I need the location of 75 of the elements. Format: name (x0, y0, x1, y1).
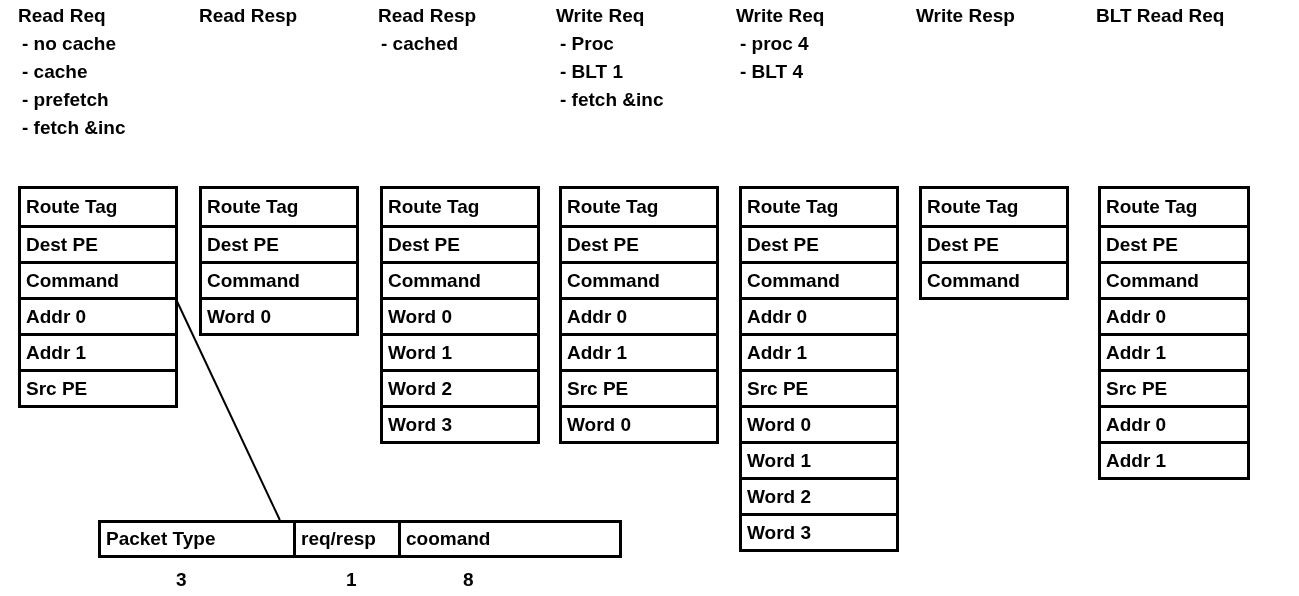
field-name: Addr 0 (1106, 413, 1167, 436)
field-name: Command (388, 269, 481, 292)
field-name: Word 1 (747, 449, 812, 472)
field-name: Addr 1 (567, 341, 628, 364)
field-name: Word 1 (388, 341, 453, 364)
packet-format-stack (739, 186, 899, 552)
field-name: Src PE (26, 377, 88, 400)
field-name: Route Tag (567, 196, 659, 218)
packet-format-stack (559, 186, 719, 444)
field-name: Word 0 (567, 413, 632, 436)
field-name: req/resp (301, 528, 376, 550)
variant-list-item: - BLT 4 (740, 61, 803, 83)
field-name: Src PE (1106, 377, 1168, 400)
field-name: Route Tag (927, 196, 1019, 218)
variant-list-item: - fetch &inc (560, 89, 664, 111)
field-name: Route Tag (26, 196, 118, 218)
packet-type-heading: Write Req (736, 5, 825, 27)
field-name: Route Tag (747, 196, 839, 218)
variant-list-item: - fetch &inc (22, 117, 126, 139)
packet-type-heading: Read Req (18, 5, 106, 27)
packet-type-heading: BLT Read Req (1096, 5, 1225, 27)
field-name: Dest PE (747, 233, 819, 256)
packet-type-heading: Read Resp (378, 5, 477, 27)
field-name: Addr 0 (567, 305, 628, 328)
variant-list-item: - cache (22, 61, 88, 83)
field-name: Command (927, 269, 1020, 292)
variant-list-item: - BLT 1 (560, 61, 623, 83)
bit-width-label: 8 (463, 569, 474, 591)
field-name: Dest PE (388, 233, 460, 256)
field-name: Addr 0 (26, 305, 87, 328)
field-name: Word 3 (388, 413, 453, 436)
bit-width-label: 1 (346, 569, 357, 591)
field-name: Command (207, 269, 300, 292)
field-name: Word 2 (747, 485, 812, 508)
variant-list-item: - prefetch (22, 89, 109, 111)
field-name: Word 3 (747, 521, 812, 544)
field-name: Dest PE (567, 233, 639, 256)
variant-list-item: - cached (381, 33, 459, 55)
packet-type-heading: Read Resp (199, 5, 298, 27)
field-name: Route Tag (1106, 196, 1198, 218)
packet-format-stack (380, 186, 540, 444)
field-name: Route Tag (388, 196, 480, 218)
field-name: Src PE (747, 377, 809, 400)
field-name: Dest PE (1106, 233, 1178, 256)
field-name: Route Tag (207, 196, 299, 218)
packet-type-heading: Write Req (556, 5, 645, 27)
variant-list-item: - proc 4 (740, 33, 809, 55)
field-name: coomand (406, 528, 491, 550)
field-name: Src PE (567, 377, 629, 400)
field-name: Dest PE (207, 233, 279, 256)
field-name: Word 2 (388, 377, 453, 400)
field-name: Packet Type (106, 528, 216, 550)
field-name: Dest PE (26, 233, 98, 256)
field-name: Addr 1 (26, 341, 87, 364)
field-name: Addr 1 (1106, 341, 1167, 364)
field-name: Word 0 (207, 305, 272, 328)
packet-format-stack (199, 186, 359, 336)
packet-format-stack (919, 186, 1069, 300)
field-name: Word 0 (388, 305, 453, 328)
field-name: Command (1106, 269, 1199, 292)
bit-width-label: 3 (176, 569, 187, 591)
field-name: Addr 1 (747, 341, 808, 364)
packet-format-stack (18, 186, 178, 408)
variant-list-item: - Proc (560, 33, 614, 55)
field-name: Command (747, 269, 840, 292)
field-name: Command (567, 269, 660, 292)
packet-format-stack (1098, 186, 1250, 480)
field-name: Dest PE (927, 233, 999, 256)
field-name: Addr 1 (1106, 449, 1167, 472)
packet-type-heading: Write Resp (916, 5, 1015, 27)
variant-list-item: - no cache (22, 33, 116, 55)
field-name: Addr 0 (1106, 305, 1167, 328)
field-name: Word 0 (747, 413, 812, 436)
field-name: Addr 0 (747, 305, 808, 328)
field-name: Command (26, 269, 119, 292)
